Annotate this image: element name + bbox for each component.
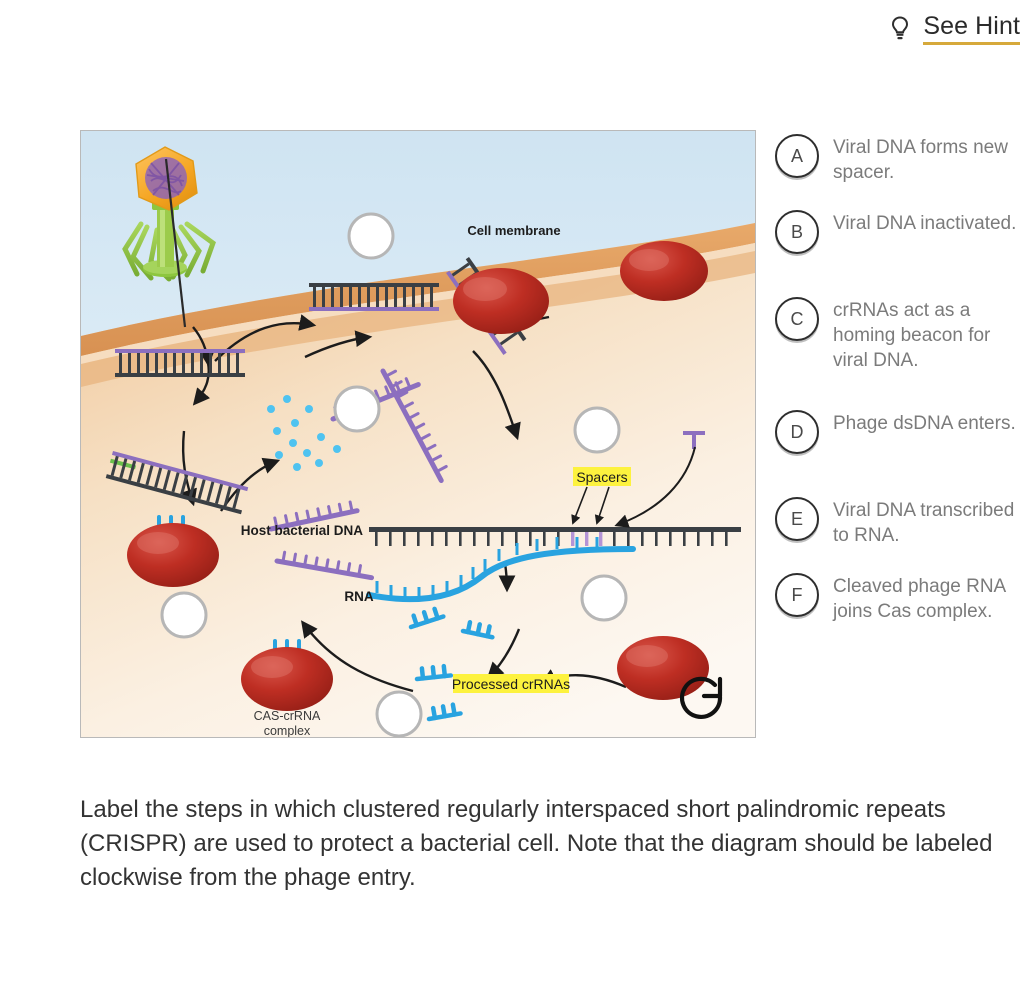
cas-crrna-complex (241, 639, 333, 711)
option-row-c[interactable]: C crRNAs act as a homing beacon for vira… (775, 296, 1024, 373)
processed-crrnas-label: Processed crRNAs (452, 676, 570, 692)
option-row-d[interactable]: D Phage dsDNA enters. (775, 409, 1024, 454)
cas-crrna-complex-label-line1: CAS-crRNA (254, 709, 321, 723)
spacers-label: Spacers (576, 469, 627, 485)
drop-target-4[interactable] (580, 574, 628, 622)
drop-target-5[interactable] (160, 591, 208, 639)
cas-protein-top (453, 268, 549, 334)
see-hint-control[interactable]: See Hint (889, 14, 1020, 45)
drop-target-1[interactable] (347, 212, 395, 260)
option-letter-e[interactable]: E (775, 497, 819, 541)
drop-target-6[interactable] (375, 690, 423, 737)
drop-target-3[interactable] (573, 406, 621, 454)
spacer-segments (571, 532, 603, 546)
transcribed-rna (366, 537, 636, 603)
drop-targets (160, 212, 628, 737)
cas-protein-free-bottom (617, 636, 709, 700)
host-bacterial-dna-label: Host bacterial DNA (241, 523, 364, 538)
cell-membrane-shadow (81, 251, 755, 387)
option-text-e: Viral DNA transcribed to RNA. (833, 500, 1015, 546)
nucleotide-dots (267, 395, 341, 471)
processed-crrnas (408, 606, 495, 722)
option-row-b[interactable]: B Viral DNA inactivated. (775, 209, 1024, 254)
processed-crrnas-label-group: Processed crRNAs (452, 674, 570, 693)
option-letter-c[interactable]: C (775, 297, 819, 341)
viral-dsdna-tilted (105, 451, 249, 515)
spacers-label-group: Spacers (571, 467, 631, 525)
viral-dsdna-top (309, 283, 439, 311)
option-text-c: crRNAs act as a homing beacon for viral … (833, 300, 991, 371)
option-letter-a[interactable]: A (775, 134, 819, 178)
option-text-d: Phage dsDNA enters. (833, 413, 1016, 434)
crispr-diagram: Cell membrane Host bacterial DNA RNA Spa… (80, 130, 756, 738)
option-letter-d[interactable]: D (775, 410, 819, 454)
spacer-marker (683, 431, 705, 449)
injected-dna-thread (164, 158, 187, 328)
cell-membrane-inner (81, 243, 755, 364)
option-row-f[interactable]: F Cleaved phage RNA joins Cas complex. (775, 572, 1024, 624)
rna-label: RNA (344, 589, 373, 604)
cell-membrane-outer (81, 223, 755, 356)
option-row-e[interactable]: E Viral DNA transcribed to RNA. (775, 496, 1024, 548)
see-hint-label[interactable]: See Hint (923, 14, 1020, 45)
option-text-f: Cleaved phage RNA joins Cas complex. (833, 576, 1006, 622)
answer-options-list: A Viral DNA forms new spacer. B Viral DN… (775, 133, 1024, 650)
cas-crrna-complex-label-line2: complex (264, 724, 311, 737)
option-text-a: Viral DNA forms new spacer. (833, 137, 1008, 183)
option-letter-b[interactable]: B (775, 210, 819, 254)
host-bacterial-dna (369, 527, 741, 546)
question-caption: Label the steps in which clustered regul… (80, 796, 993, 891)
phage-viral-dna (145, 157, 187, 199)
cas-crrna-targeting (127, 515, 219, 587)
drop-target-2[interactable] (333, 385, 381, 433)
option-text-b: Viral DNA inactivated. (833, 213, 1017, 234)
bacteriophage (122, 146, 216, 328)
option-letter-f[interactable]: F (775, 573, 819, 617)
lightbulb-icon (889, 15, 911, 44)
rotate-clockwise-icon[interactable] (679, 676, 723, 719)
cell-membrane-label: Cell membrane (467, 223, 560, 238)
viral-dsdna-left (115, 349, 245, 377)
option-row-a[interactable]: A Viral DNA forms new spacer. (775, 133, 1024, 185)
cas-protein-free-top (620, 241, 708, 301)
